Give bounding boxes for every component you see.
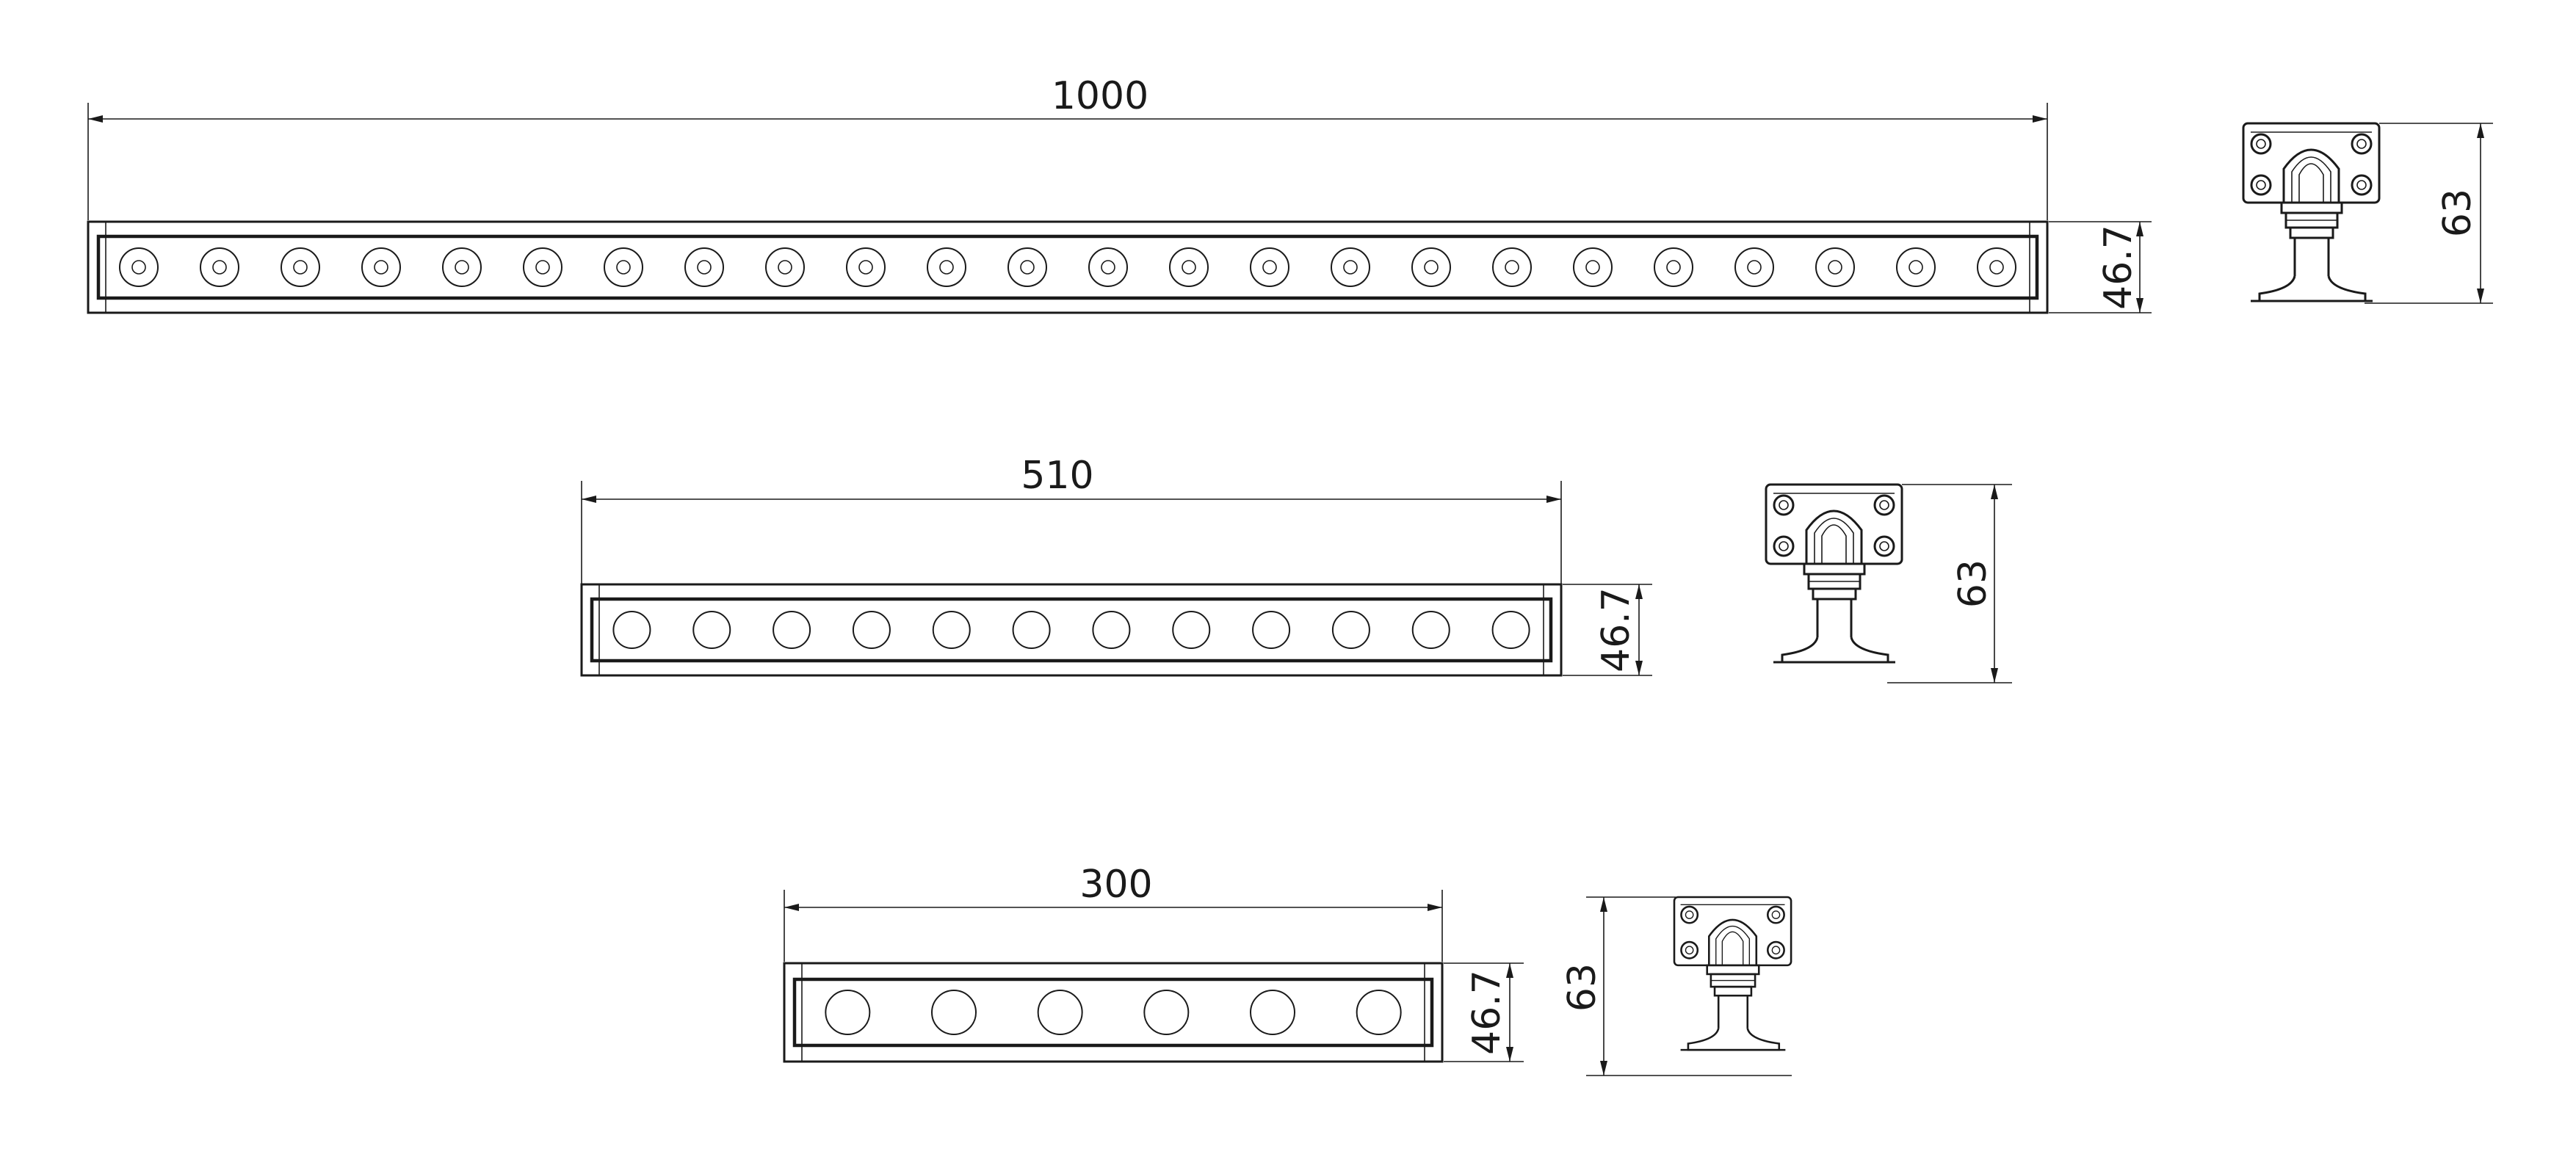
side-view-510 <box>1765 483 1903 664</box>
led-510-10 <box>1331 611 1370 649</box>
led-300-6 <box>1356 990 1402 1035</box>
led-510-4 <box>852 611 891 649</box>
height-dimension-510: 46.7 <box>1563 584 1652 676</box>
length-label-510: 510 <box>1021 454 1093 498</box>
height-dimension-1000: 46.7 <box>2049 221 2152 313</box>
led-1000-12 <box>1007 247 1047 287</box>
height-label-510: 46.7 <box>1594 587 1638 672</box>
led-1000-6 <box>523 247 562 287</box>
side-height-label-300: 63 <box>1560 963 1604 1012</box>
side-view-1000 <box>2242 122 2381 302</box>
led-510-7 <box>1092 611 1131 649</box>
height-dimension-300: 46.7 <box>1444 962 1524 1062</box>
led-1000-17 <box>1411 247 1451 287</box>
length-label-300: 300 <box>1079 863 1152 907</box>
bar-front-view-300 <box>783 962 1444 1063</box>
length-dimension-1000: 1000 <box>87 74 2048 220</box>
led-510-8 <box>1172 611 1211 649</box>
led-510-6 <box>1012 611 1051 649</box>
length-dimension-300: 300 <box>784 863 1443 962</box>
led-1000-8 <box>684 247 724 287</box>
led-1000-24 <box>1977 247 2016 287</box>
led-1000-21 <box>1734 247 1774 287</box>
led-1000-22 <box>1815 247 1855 287</box>
led-row-300 <box>825 990 1402 1035</box>
led-1000-18 <box>1492 247 1532 287</box>
led-1000-4 <box>361 247 401 287</box>
led-1000-15 <box>1250 247 1289 287</box>
led-1000-20 <box>1654 247 1693 287</box>
led-300-2 <box>931 990 977 1035</box>
led-510-9 <box>1252 611 1291 649</box>
led-1000-23 <box>1896 247 1936 287</box>
led-1000-5 <box>442 247 482 287</box>
led-row-1000 <box>119 247 2016 287</box>
led-510-1 <box>612 611 651 649</box>
led-300-5 <box>1250 990 1295 1035</box>
led-1000-7 <box>604 247 643 287</box>
length-label-1000: 1000 <box>1052 74 1148 118</box>
led-510-3 <box>773 611 811 649</box>
led-1000-16 <box>1331 247 1370 287</box>
height-label-1000: 46.7 <box>2096 225 2141 310</box>
side-height-dimension-1000: 63 <box>2365 123 2493 304</box>
side-height-label-510: 63 <box>1951 559 1995 608</box>
led-510-2 <box>692 611 731 649</box>
led-1000-2 <box>200 247 239 287</box>
led-510-11 <box>1411 611 1450 649</box>
bar-front-view-510 <box>580 583 1563 677</box>
fixture-1000-group: 1000 46.7 63 <box>87 74 2493 314</box>
led-1000-1 <box>119 247 159 287</box>
led-1000-9 <box>765 247 805 287</box>
bar-front-view-1000 <box>87 220 2049 314</box>
led-row-510 <box>612 611 1530 649</box>
side-view-300 <box>1673 896 1792 1051</box>
side-height-dimension-300: 63 <box>1560 896 1792 1076</box>
height-label-300: 46.7 <box>1465 970 1509 1055</box>
led-1000-19 <box>1573 247 1613 287</box>
led-510-5 <box>932 611 971 649</box>
fixture-300-group: 300 46.7 63 <box>783 863 1792 1076</box>
led-1000-11 <box>927 247 966 287</box>
led-300-1 <box>825 990 871 1035</box>
led-300-3 <box>1037 990 1083 1035</box>
led-510-12 <box>1491 611 1530 649</box>
led-1000-13 <box>1088 247 1128 287</box>
led-1000-3 <box>281 247 320 287</box>
led-300-4 <box>1143 990 1190 1035</box>
length-dimension-510: 510 <box>581 454 1562 584</box>
fixture-510-group: 510 46.7 63 <box>580 454 2012 683</box>
side-height-dimension-510: 63 <box>1887 484 2012 683</box>
side-height-label-1000: 63 <box>2436 189 2480 237</box>
led-1000-10 <box>846 247 886 287</box>
led-1000-14 <box>1169 247 1209 287</box>
